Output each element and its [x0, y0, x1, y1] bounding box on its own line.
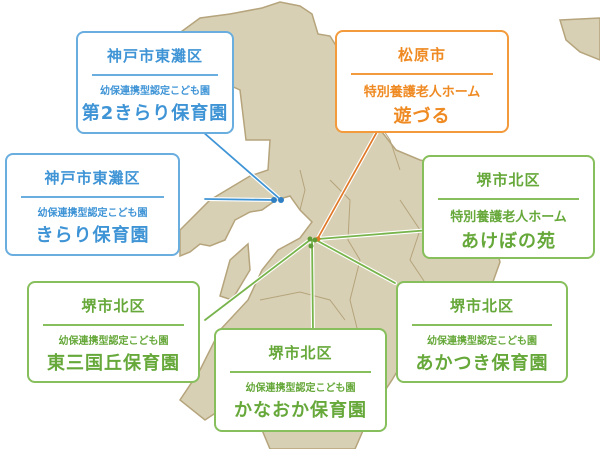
facility-card-sakai-akatsuki[interactable]: 堺市北区 幼保連携型認定こども園 あかつき保育園 [396, 281, 568, 383]
divider [230, 371, 371, 373]
facility-card-kobe-kirari[interactable]: 神戸市東灘区 幼保連携型認定こども園 きらり保育園 [5, 153, 180, 256]
facility-area: 堺市北区 [268, 344, 333, 362]
divider [438, 198, 579, 200]
facility-area: 堺市北区 [476, 171, 541, 189]
facility-name: 遊づる [393, 106, 451, 127]
marker-dot [278, 197, 284, 203]
connection-lines [201, 128, 432, 332]
facility-area: 神戸市東灘区 [106, 47, 203, 65]
facility-area: 堺市北区 [449, 297, 514, 315]
facility-type: 幼保連携型認定こども園 [100, 86, 210, 97]
facility-type: 幼保連携型認定こども園 [245, 383, 356, 394]
divider [21, 196, 164, 198]
divider [351, 73, 493, 75]
location-markers [271, 197, 321, 249]
facility-area: 堺市北区 [81, 297, 146, 315]
divider [412, 324, 552, 326]
facility-name: 第2きらり保育園 [81, 103, 229, 124]
marker-dot [312, 237, 318, 243]
facility-name: かなおか保育園 [234, 400, 367, 421]
marker-dot [308, 243, 314, 249]
facility-name: 東三国丘保育園 [47, 353, 180, 374]
facility-area: 松原市 [397, 46, 446, 64]
facility-card-sakai-akebonoen[interactable]: 堺市北区 特別養護老人ホーム あけぼの苑 [422, 155, 595, 259]
divider [43, 324, 184, 326]
facility-name: あけぼの苑 [461, 231, 556, 252]
marker-dot [271, 197, 277, 203]
facility-card-sakai-kanaoka[interactable]: 堺市北区 幼保連携型認定こども園 かなおか保育園 [214, 328, 387, 432]
facility-card-kobe-dai2-kirari[interactable]: 神戸市東灘区 幼保連携型認定こども園 第2きらり保育園 [76, 31, 234, 134]
facility-type: 特別養護老人ホーム [363, 85, 481, 100]
facility-type: 幼保連携型認定こども園 [427, 336, 537, 347]
facility-type: 幼保連携型認定こども園 [37, 208, 148, 219]
facility-card-matsubara-yuzuru[interactable]: 松原市 特別養護老人ホーム 遊づる [335, 30, 509, 133]
marker-dot [307, 236, 313, 242]
facility-type: 特別養護老人ホーム [450, 210, 567, 225]
facility-name: きらり保育園 [35, 225, 150, 246]
facility-name: あかつき保育園 [415, 353, 549, 374]
facility-type: 幼保連携型認定こども園 [58, 336, 169, 347]
facility-card-sakai-higashimikunigaoka[interactable]: 堺市北区 幼保連携型認定こども園 東三国丘保育園 [27, 281, 200, 383]
divider [92, 74, 218, 76]
facility-area: 神戸市東灘区 [44, 169, 141, 187]
